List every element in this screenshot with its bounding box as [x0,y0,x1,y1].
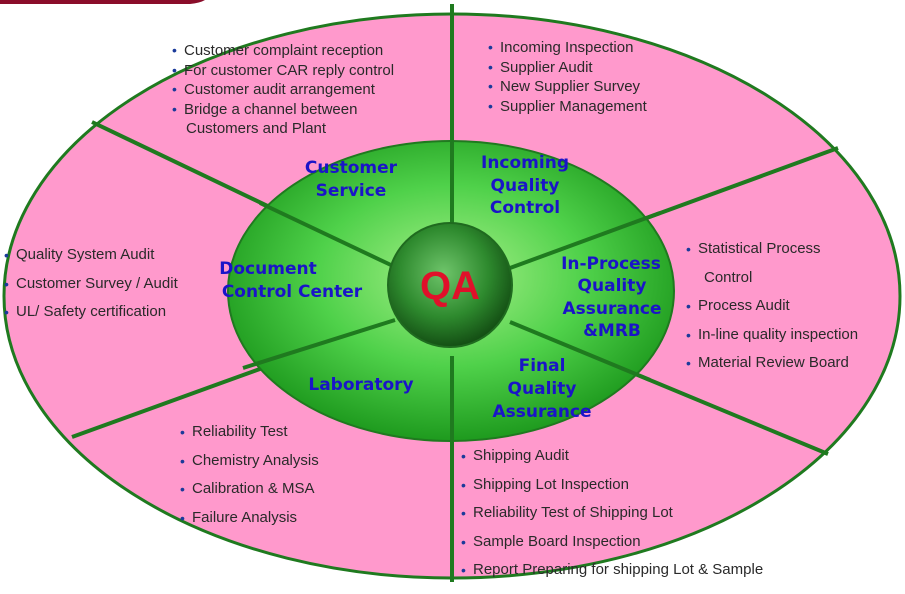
corner-tab [0,0,205,4]
svg-text:Control Center: Control Center [222,282,363,302]
list-item: Chemistry Analysis [180,447,319,476]
laboratory-item-list: Reliability Test Chemistry Analysis Cali… [180,418,319,532]
sector-label-document-control-center: Document Control Center [219,259,363,302]
list-item: Supplier Audit [488,58,647,78]
list-item: In-line quality inspection [686,321,858,350]
svg-text:Incoming: Incoming [481,153,569,173]
list-item: Sample Board Inspection [461,528,763,557]
qa-center-label: QA [420,264,480,308]
svg-text:Service: Service [316,181,387,201]
list-item: Customer Survey / Audit [4,270,178,299]
list-item: Reliability Test of Shipping Lot [461,499,763,528]
svg-text:In-Process: In-Process [561,254,661,274]
sector-label-incoming-quality-control: Incoming Quality Control [481,153,569,218]
svg-text:&MRB: &MRB [583,321,641,341]
list-item: Quality System Audit [4,241,178,270]
qa-center-circle [387,222,513,348]
svg-text:Assurance: Assurance [492,402,591,422]
list-item: UL/ Safety certification [4,298,178,327]
sector-label-in-process-quality-assurance: In-Process Quality Assurance &MRB [561,254,661,341]
document-control-center-item-list: Quality System Audit Customer Survey / A… [4,241,178,327]
list-item: New Supplier Survey [488,77,647,97]
incoming-quality-control-item-list: Incoming Inspection Supplier Audit New S… [488,38,647,116]
svg-text:Quality: Quality [578,276,647,296]
list-item-continuation: Control [704,268,753,286]
svg-text:Control: Control [490,198,560,218]
svg-text:Final: Final [519,356,566,376]
svg-text:Laboratory: Laboratory [308,375,413,395]
list-item: Reliability Test [180,418,319,447]
list-item: Material Review Board [686,349,858,378]
list-item: Incoming Inspection [488,38,647,58]
sector-label-customer-service: Customer Service [305,158,398,201]
list-item: Process Audit [686,292,858,321]
sector-label-laboratory: Laboratory [308,375,413,395]
inner-dividers [242,141,661,441]
list-item: Customer audit arrangement [172,80,394,100]
list-item: Customer complaint reception [172,41,394,61]
list-item-continuation: Customers and Plant [186,120,327,137]
in-process-quality-assurance-item-list: Statistical Process Control Process Audi… [686,235,858,378]
list-item: Statistical Process [686,235,858,264]
list-item: For customer CAR reply control [172,61,394,81]
svg-text:Assurance: Assurance [562,299,661,319]
svg-text:Quality: Quality [491,176,560,196]
final-quality-assurance-item-list: Shipping Audit Shipping Lot Inspection R… [461,442,763,585]
svg-text:Customer: Customer [305,158,398,178]
svg-text:Quality: Quality [508,379,577,399]
list-item: Supplier Management [488,97,647,117]
list-item: Bridge a channel between [172,100,394,120]
list-item: Shipping Audit [461,442,763,471]
svg-text:Document: Document [219,259,316,279]
sector-label-final-quality-assurance: Final Quality Assurance [492,356,591,422]
list-item: Calibration & MSA [180,475,319,504]
list-item: Shipping Lot Inspection [461,471,763,500]
list-item: Failure Analysis [180,504,319,533]
list-item: Report Preparing for shipping Lot & Samp… [461,556,763,585]
customer-service-item-list: Customer complaint reception For custome… [172,41,394,139]
